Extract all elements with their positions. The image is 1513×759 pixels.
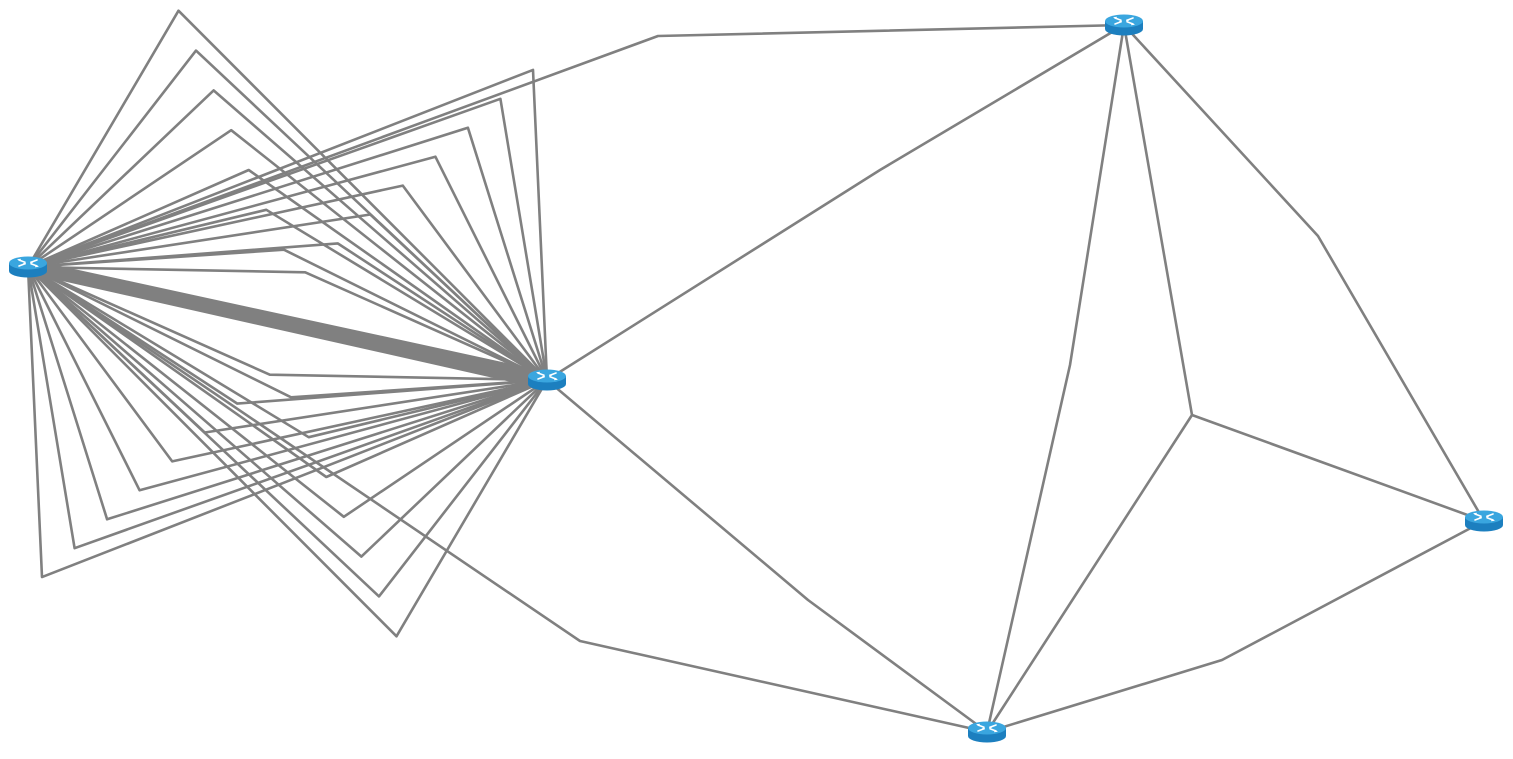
link-router-1-router-2-23 [26, 265, 549, 519]
link-router-1-router-2-8 [26, 128, 549, 382]
nodes-layer [8, 13, 1504, 744]
router-icon[interactable] [527, 368, 567, 392]
link-router-1-router-2-19 [26, 265, 549, 439]
router-5-symbol [1464, 509, 1504, 533]
link-router-3-router-4-2 [985, 23, 1194, 734]
link-router-1-router-2-22 [26, 184, 549, 382]
link-router-1-router-2-21 [26, 265, 549, 479]
link-router-1-router-2-30 [26, 68, 549, 382]
link-router-1-router-2-24 [26, 155, 549, 382]
link-router-1-router-2-26 [26, 126, 549, 382]
link-router-4-router-5-1 [985, 519, 1486, 734]
link-router-1-router-2-28 [26, 97, 549, 382]
link-router-1-router-2-25 [26, 265, 549, 558]
router-icon[interactable] [1104, 13, 1144, 37]
link-router-2-router-3-1 [545, 23, 1126, 382]
link-router-1-router-2-5 [26, 265, 549, 521]
link-router-4-router-5-2 [1190, 413, 1486, 523]
link-router-2-router-4-1 [545, 378, 989, 734]
router-icon[interactable] [1464, 509, 1504, 533]
link-router-3-router-5-1 [1122, 23, 1486, 523]
link-router-1-router-2-18 [26, 242, 549, 382]
link-router-1-router-2-7 [26, 265, 549, 492]
link-router-1-router-2-2 [26, 9, 549, 382]
router-2-symbol [527, 368, 567, 392]
link-router-1-router-4-1 [26, 265, 989, 734]
links-layer [26, 9, 1486, 734]
router-1-symbol [8, 255, 48, 279]
link-router-1-router-3-1 [26, 23, 1126, 269]
link-router-1-router-2-9 [26, 265, 549, 463]
link-router-1-router-2-10 [26, 168, 549, 382]
link-router-1-router-2-6 [26, 89, 549, 382]
router-icon[interactable] [8, 255, 48, 279]
link-router-1-router-2-12 [26, 208, 549, 382]
router-4-symbol [967, 720, 1007, 744]
link-router-1-router-2-3 [26, 265, 549, 550]
link-router-1-router-2-27 [26, 265, 549, 598]
link-router-1-router-2-20 [26, 213, 549, 382]
router-icon[interactable] [967, 720, 1007, 744]
router-3-symbol [1104, 13, 1144, 37]
link-router-1-router-2-29 [26, 265, 549, 638]
link-router-1-router-2-1 [26, 265, 549, 579]
link-router-1-router-2-17 [26, 265, 549, 399]
link-router-3-router-4-1 [985, 23, 1126, 734]
link-router-1-router-2-core-14 [30, 271, 545, 390]
link-router-1-router-2-16 [26, 265, 549, 382]
link-router-1-router-2-15 [26, 265, 549, 382]
